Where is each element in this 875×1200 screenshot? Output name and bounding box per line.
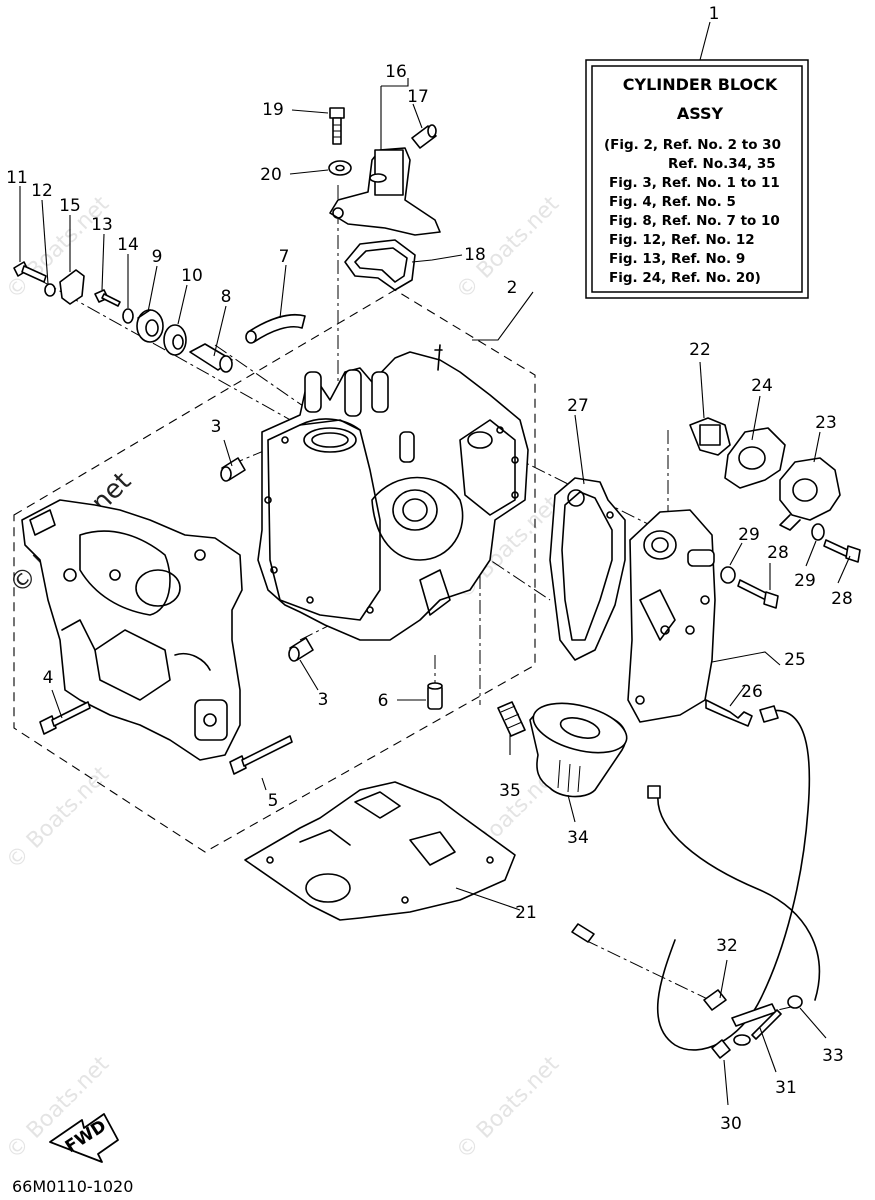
gasket-24	[724, 427, 786, 489]
dowel-pin-3a	[220, 457, 246, 482]
watermark-text: © Boats.net	[452, 1051, 565, 1164]
bracket-15	[59, 269, 85, 305]
info-ref-line: Fig. 24, Ref. No. 20)	[609, 270, 761, 286]
cover-23	[779, 457, 841, 531]
callout-33: 33	[822, 1046, 844, 1066]
callout-28: 28	[767, 543, 789, 563]
callout-27: 27	[567, 396, 589, 416]
callout-11: 11	[6, 168, 28, 188]
info-ref-line: (Fig. 2, Ref. No. 2 to 30	[604, 137, 781, 153]
info-ref-line: Fig. 13, Ref. No. 9	[609, 251, 745, 267]
pin-8	[189, 343, 233, 373]
diagram-code: 66M0110-1020	[12, 1177, 133, 1196]
info-title-line1: CYLINDER BLOCK	[623, 75, 778, 94]
callout-14: 14	[117, 235, 139, 255]
bolt-19	[329, 107, 345, 145]
callout-19: 19	[262, 100, 284, 120]
callout-29: 29	[794, 571, 816, 591]
callout-2: 2	[507, 278, 518, 298]
callout-29: 29	[738, 525, 760, 545]
callout-13: 13	[91, 215, 113, 235]
washer-14	[122, 308, 134, 324]
bolt-28b	[823, 539, 861, 563]
callout-31: 31	[775, 1078, 797, 1098]
pin-6	[427, 682, 443, 710]
bolt-11	[13, 261, 47, 283]
washer-29a	[720, 566, 736, 584]
callout-22: 22	[689, 340, 711, 360]
callout-8: 8	[221, 287, 232, 307]
callout-18: 18	[464, 245, 486, 265]
callout-15: 15	[59, 196, 81, 216]
callout-30: 30	[720, 1114, 742, 1134]
crankcase	[21, 499, 243, 761]
callout-34: 34	[567, 828, 589, 848]
cover-25	[627, 509, 716, 723]
callout-24: 24	[751, 376, 773, 396]
hose-7	[245, 314, 306, 344]
callout-17: 17	[407, 87, 429, 107]
seal-9	[136, 309, 164, 343]
callout-5: 5	[268, 791, 279, 811]
seal-10	[163, 324, 187, 356]
info-box: CYLINDER BLOCK ASSY (Fig. 2, Ref. No. 2 …	[585, 21, 809, 299]
callout-10: 10	[181, 266, 203, 286]
washer-29b	[811, 523, 825, 541]
dowel-pin-3b	[288, 637, 314, 662]
callout-7: 7	[279, 247, 290, 267]
gasket-27	[549, 477, 626, 661]
callout-3: 3	[318, 690, 329, 710]
watermark-text: © Boats.net	[2, 191, 115, 304]
callout-35: 35	[499, 781, 521, 801]
oil-filter-34	[529, 702, 628, 798]
bolt-4	[39, 701, 91, 735]
callout-1: 1	[709, 4, 720, 24]
bolt-13	[94, 289, 121, 307]
callout-labels: 1 2 3 3 4 5 6 7 8 9 10 11 12 13 14 15 16…	[6, 4, 853, 1134]
callout-25: 25	[784, 650, 806, 670]
washer-12	[44, 283, 56, 297]
info-title-line2: ASSY	[677, 104, 724, 123]
sensor-22	[689, 417, 731, 456]
watermark-text: © Boats.net	[2, 761, 115, 874]
info-ref-line: Fig. 12, Ref. No. 12	[609, 232, 755, 248]
fitting-35	[497, 701, 526, 737]
callout-21: 21	[515, 903, 537, 923]
gasket-18	[344, 239, 416, 291]
callout-4: 4	[43, 668, 54, 688]
callout-9: 9	[152, 247, 163, 267]
callout-26: 26	[741, 682, 763, 702]
pin-17	[411, 124, 437, 149]
info-ref-line: Fig. 8, Ref. No. 7 to 10	[609, 213, 780, 229]
callout-20: 20	[260, 165, 282, 185]
callout-6: 6	[378, 691, 389, 711]
leader-lines	[19, 78, 851, 1106]
callout-28: 28	[831, 589, 853, 609]
callout-32: 32	[716, 936, 738, 956]
callout-16: 16	[385, 62, 407, 82]
fitting-26	[705, 699, 753, 727]
callout-23: 23	[815, 413, 837, 433]
gasket-21	[244, 781, 516, 921]
oil-hose	[571, 705, 821, 1059]
washer-20	[328, 160, 352, 176]
info-ref-line: Fig. 3, Ref. No. 1 to 11	[609, 175, 780, 191]
cylinder-block	[257, 344, 529, 641]
callout-12: 12	[31, 181, 53, 201]
callout-3: 3	[211, 417, 222, 437]
bolt-5	[229, 735, 293, 775]
info-ref-line: Ref. No.34, 35	[668, 156, 776, 172]
info-ref-line: Fig. 4, Ref. No. 5	[609, 194, 736, 210]
bolt-28a	[737, 579, 779, 609]
thermostat-cover	[329, 147, 441, 236]
